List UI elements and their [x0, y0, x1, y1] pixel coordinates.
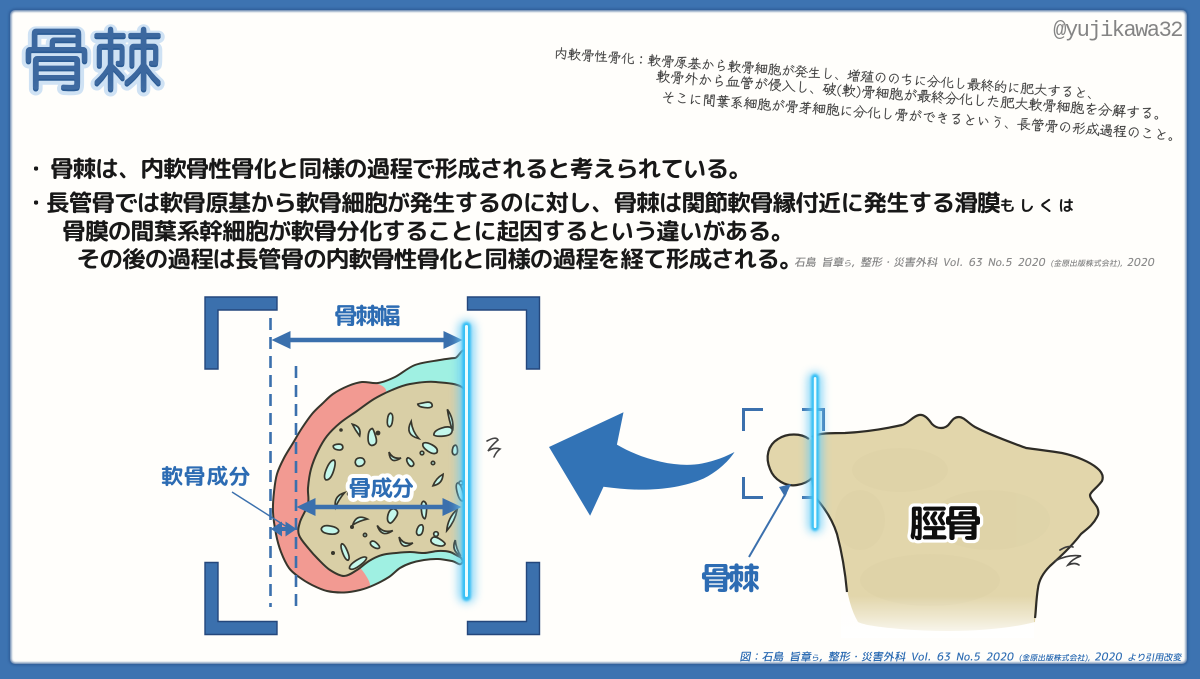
svg-text:@yujikawa32: @yujikawa32: [1053, 18, 1182, 43]
